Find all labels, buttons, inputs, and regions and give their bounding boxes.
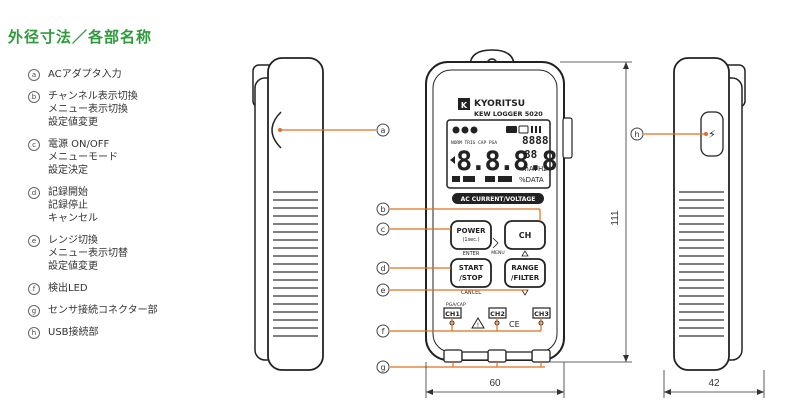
legend-text: 設定値変更 <box>48 261 98 272</box>
legend-item: h USB接続部 <box>28 326 228 339</box>
callout-h <box>630 127 644 141</box>
svg-text:!: ! <box>477 322 479 329</box>
legend-text: USB接続部 <box>48 327 99 338</box>
height-dimension: 111 <box>610 210 621 226</box>
front-view: K KYORITSU KEW LOGGER 5020 NORM TRIG CAP… <box>425 49 573 363</box>
legend-text: 設定値変更 <box>48 117 98 128</box>
legend-text: 記録停止 <box>48 200 88 211</box>
legend-text: センサ接続コネクター部 <box>48 305 158 316</box>
legend-text: 記録開始 <box>48 187 88 198</box>
lcd-display <box>446 119 551 189</box>
legend-marker: a <box>28 69 40 81</box>
legend-item: d 記録開始記録停止キャンセル <box>28 186 228 225</box>
lcd-main-digits: 8.8.8.8 <box>456 146 557 177</box>
range-filter-button[interactable] <box>504 258 546 288</box>
stop-label: /STOP <box>459 274 482 282</box>
svg-text:8888: 8888 <box>522 134 549 147</box>
callout-g-label: g <box>380 363 385 372</box>
filter-label: /FILTER <box>511 274 540 282</box>
svg-text:K: K <box>461 101 468 110</box>
legend-text: 検出LED <box>48 283 88 294</box>
function-band <box>452 193 544 204</box>
width-dimension: 60 <box>489 378 501 389</box>
legend-item: g センサ接続コネクター部 <box>28 304 228 317</box>
callout-a <box>376 123 390 137</box>
legend-marker: b <box>28 91 40 103</box>
legend-item: b チャンネル表示切換メニュー表示切換設定値変更 <box>28 90 228 129</box>
lcd-units: mAVHz <box>522 165 547 173</box>
legend-item: c 電源 ON/OFF メニューモード設定決定 <box>28 138 228 177</box>
legend-text: メニューモード <box>48 152 118 163</box>
legend-marker: e <box>28 235 40 247</box>
sensor-connectors <box>443 349 551 363</box>
legend-text: 設定決定 <box>48 165 88 176</box>
enter-label: ENTER <box>463 251 480 257</box>
legend-item: e レンジ切換メニュー表示切替設定値変更 <box>28 234 228 273</box>
front-callouts: b c d e f g <box>376 202 390 374</box>
cancel-label: CANCEL <box>461 290 481 296</box>
ch-button[interactable] <box>504 220 546 250</box>
callout-e-label: e <box>381 286 386 295</box>
callout-a-label: a <box>381 126 386 135</box>
range-label: RANGE <box>511 264 538 272</box>
lcd-small-digits: 88 <box>524 148 537 161</box>
side-view-left <box>252 57 324 371</box>
start-label: START <box>459 264 484 272</box>
ch1-label: CH1 <box>445 310 460 318</box>
page-title: 外径寸法／各部名称 <box>8 28 153 46</box>
legend-marker: g <box>28 305 40 317</box>
ce-mark: CE <box>509 320 520 329</box>
warning-icon <box>471 317 485 329</box>
callout-c-label: c <box>381 225 385 234</box>
callout-d-label: d <box>380 264 385 273</box>
legend-text: レンジ切換 <box>48 235 98 246</box>
menu-label: MENU <box>491 250 504 256</box>
power-button-label: POWER <box>457 227 487 235</box>
front-callout-lines <box>390 208 545 368</box>
up-arrow-icon <box>521 250 529 257</box>
legend-text: ACアダプタ入力 <box>48 69 122 80</box>
brand-label: KYORITSU <box>474 99 525 109</box>
legend-marker: c <box>28 139 40 151</box>
legend-marker: d <box>28 187 40 199</box>
usb-icon: ⚡ <box>708 128 716 141</box>
power-button-sub: (1sec.) <box>462 237 479 243</box>
legend-text: メニュー表示切替 <box>48 248 128 259</box>
parts-legend: a ACアダプタ入力 b チャンネル表示切換メニュー表示切換設定値変更 c 電源 ON/O… <box>28 68 228 348</box>
ch2-label: CH2 <box>490 310 505 318</box>
start-stop-button[interactable] <box>450 258 492 288</box>
legend-marker: f <box>28 283 40 295</box>
power-button[interactable] <box>450 220 492 250</box>
legend-item: a ACアダプタ入力 <box>28 68 228 81</box>
lcd-mode-row: NORM TRIG CAP PGA <box>451 140 497 146</box>
legend-text: メニュー表示切換 <box>48 104 128 115</box>
ch-button-label: CH <box>519 231 532 240</box>
model-label: KEW LOGGER 5020 <box>474 110 543 118</box>
legend-marker: h <box>28 327 40 339</box>
legend-text: 電源 ON/OFF <box>48 139 110 150</box>
lcd-data-label: %DATA <box>519 176 544 184</box>
lcd-indicators <box>452 125 541 134</box>
function-band-label: AC CURRENT/VOLTAGE <box>461 196 536 203</box>
ch3-label: CH3 <box>534 310 549 318</box>
depth-dimension: 42 <box>708 378 720 389</box>
callout-h-label: h <box>634 130 639 139</box>
side-view-right: ⚡ <box>673 57 746 371</box>
ch1-mode-label: PGA/CAP <box>446 302 466 308</box>
callout-b-label: b <box>380 205 385 214</box>
callout-f-label: f <box>382 327 385 336</box>
legend-text: キャンセル <box>48 213 98 224</box>
legend-text: チャンネル表示切換 <box>48 91 138 102</box>
legend-item: f 検出LED <box>28 282 228 295</box>
